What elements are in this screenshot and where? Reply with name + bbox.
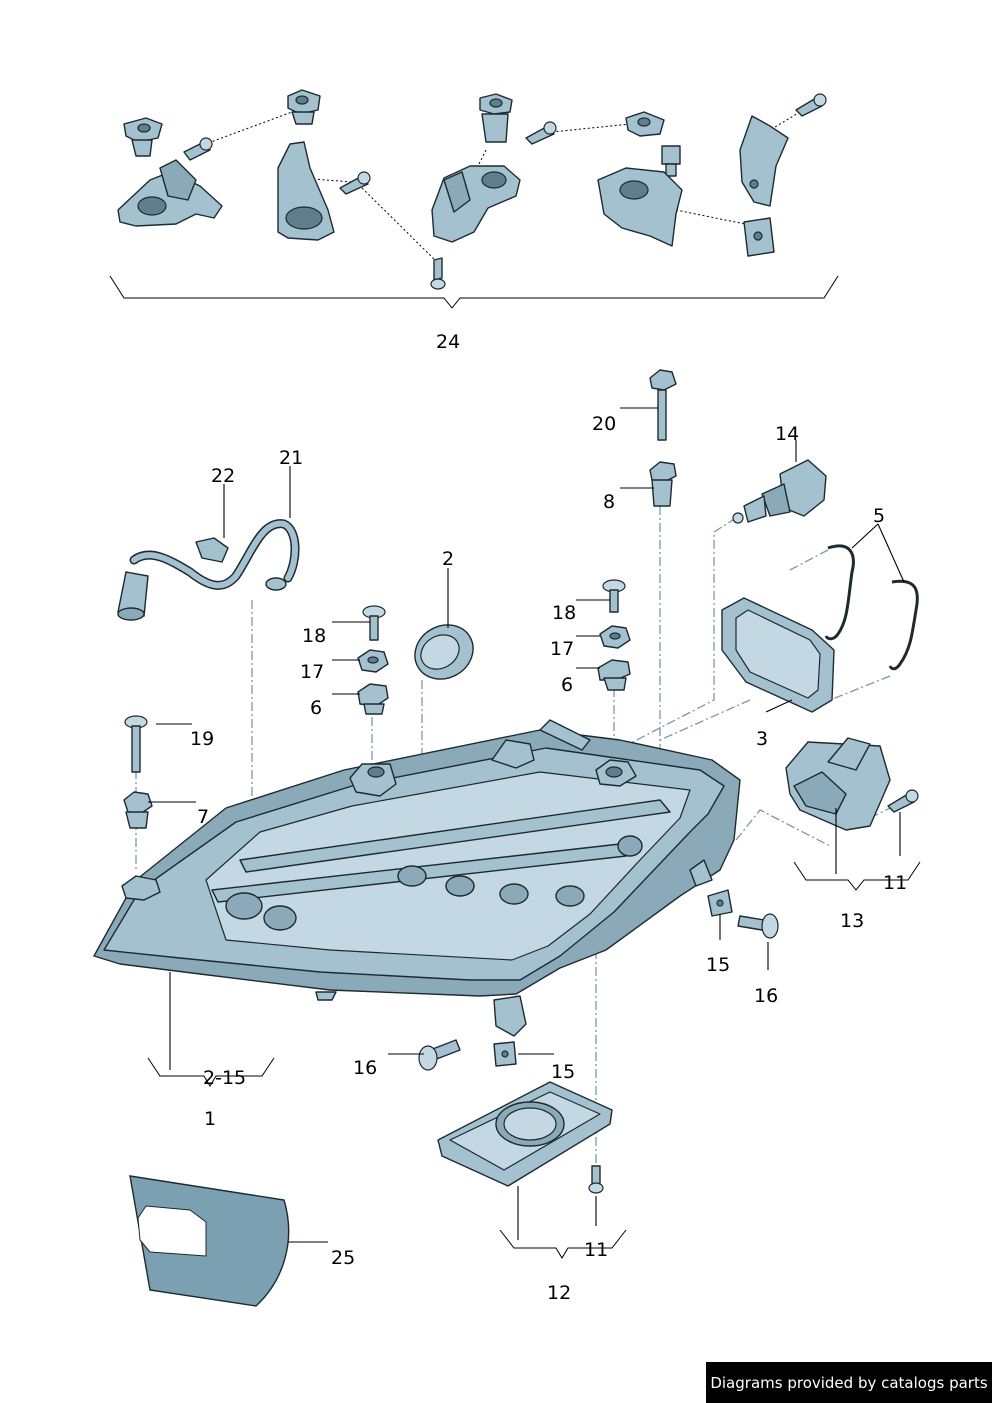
- callout-1: 1: [204, 1108, 216, 1130]
- callout-20: 20: [592, 413, 616, 435]
- callout-3: 3: [756, 728, 768, 750]
- callout-7: 7: [197, 806, 209, 828]
- cover-cap-part: [414, 624, 474, 680]
- callout-17-right: 17: [550, 638, 574, 660]
- headlight-housing: [93, 719, 741, 1037]
- attribution-text: Diagrams provided by catalogs parts: [710, 1373, 988, 1392]
- callout-24: 24: [436, 331, 460, 353]
- mounting-bracket-2: [277, 141, 335, 241]
- mounting-bracket-left: [117, 159, 223, 227]
- cover-frame-part: [721, 597, 835, 713]
- callout-22: 22: [211, 465, 235, 487]
- nut-part: [599, 625, 631, 649]
- callout-18-right: 18: [552, 602, 576, 624]
- callout-labels: 24 20 14 22 21 8 5 2 18 18 17 17 6 6 19 …: [190, 331, 907, 1304]
- callout-2: 2: [442, 548, 454, 570]
- mounting-bracket-3: [431, 165, 521, 243]
- screw-part: [737, 913, 779, 939]
- clip-part: [195, 537, 229, 563]
- callout-13: 13: [840, 910, 864, 932]
- grommet-part: [123, 791, 153, 829]
- protective-foil-part: [129, 1175, 290, 1307]
- clip-nut-part: [743, 217, 775, 257]
- mounting-kit-group: [109, 89, 839, 309]
- group-bracket-24: [109, 275, 839, 309]
- callout-6-right: 6: [561, 674, 573, 696]
- bolt-part: [430, 257, 446, 290]
- group-bracket-12: [499, 1229, 627, 1259]
- nut-part: [357, 683, 389, 715]
- callout-15-bottom: 15: [551, 1061, 575, 1083]
- screw-part: [339, 171, 371, 195]
- callout-11-bottom: 11: [584, 1239, 608, 1261]
- screw-part: [525, 121, 557, 145]
- callout-16-right: 16: [754, 985, 778, 1007]
- grommet-part: [123, 117, 163, 157]
- callout-18-left: 18: [302, 625, 326, 647]
- screw-part: [887, 789, 919, 813]
- bolt-part: [661, 145, 681, 177]
- callout-5: 5: [873, 505, 885, 527]
- callout-11-right: 11: [883, 872, 907, 894]
- callout-16-bottom: 16: [353, 1057, 377, 1079]
- gasket-part: [824, 544, 919, 671]
- callout-17-left: 17: [300, 661, 324, 683]
- screw-part: [124, 715, 148, 773]
- lens-elements: [225, 835, 643, 931]
- callout-25: 25: [331, 1247, 355, 1269]
- screw-part: [588, 1165, 604, 1194]
- led-module-part: [437, 1081, 613, 1187]
- callout-15-right: 15: [706, 954, 730, 976]
- nut-part: [357, 649, 389, 673]
- callout-21: 21: [279, 447, 303, 469]
- leader-lines: [148, 407, 905, 1243]
- callout-range-2-15: 2-15: [203, 1067, 246, 1089]
- wiring-harness-part: [117, 519, 300, 621]
- mounting-bracket-5: [739, 115, 789, 207]
- grommet-part: [625, 111, 665, 137]
- bulb-part: [732, 459, 827, 524]
- group-bracket-13: [793, 861, 921, 891]
- control-module-part: [785, 737, 891, 831]
- mounting-bracket-4: [597, 167, 683, 247]
- grommet-part: [287, 89, 321, 125]
- screw-part: [362, 605, 386, 641]
- grommet-part: [649, 461, 677, 507]
- attribution-banner: Diagrams provided by catalogs parts: [706, 1362, 992, 1403]
- group-bracket-1: [147, 1057, 275, 1087]
- screw-part: [795, 93, 827, 117]
- clip-nut-part: [707, 889, 733, 917]
- callout-6-left: 6: [310, 697, 322, 719]
- bolt-part: [649, 369, 677, 441]
- callout-19: 19: [190, 728, 214, 750]
- screw-part: [183, 137, 213, 161]
- grommet-part: [479, 93, 513, 143]
- callout-12: 12: [547, 1282, 571, 1304]
- nut-part: [597, 659, 631, 691]
- callout-8: 8: [603, 491, 615, 513]
- screw-part: [418, 1039, 461, 1071]
- clip-nut-part: [493, 1041, 517, 1067]
- screw-part: [602, 579, 626, 613]
- callout-14: 14: [775, 423, 799, 445]
